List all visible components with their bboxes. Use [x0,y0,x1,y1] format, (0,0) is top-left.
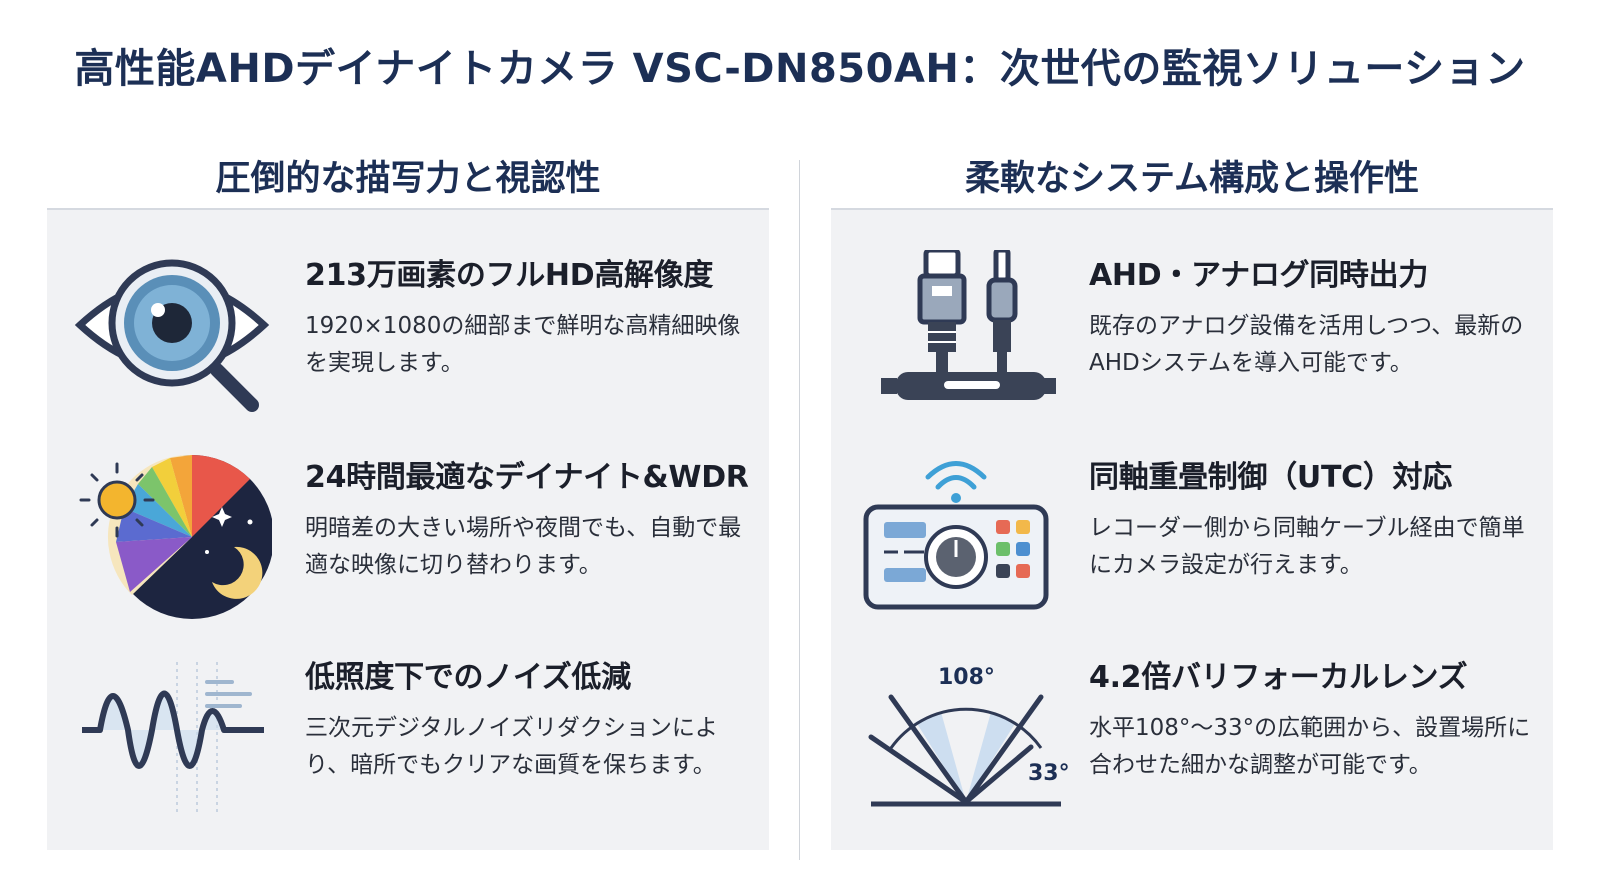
feature-title: AHD・アナログ同時出力 [1089,258,1429,293]
right-column-heading: 柔軟なシステム構成と操作性 [831,150,1553,210]
left-column: 圧倒的な描写力と視認性 213万画素のフルHD高解像度 1920×1080の細部… [47,150,769,850]
feature-description: 明暗差の大きい場所や夜間でも、自動で最適な映像に切り替わります。 [305,515,742,578]
feature-noise-reduction: 低照度下でのノイズ低減 三次元デジタルノイズリダクションにより、暗所でもクリアな… [47,652,769,852]
right-panel: AHD・アナログ同時出力 既存のアナログ設備を活用しつつ、最新のAHDシステムを… [831,210,1553,850]
angle-icon: 108° 33° [856,652,1070,832]
feature-description: 既存のアナログ設備を活用しつつ、最新のAHDシステムを導入可能です。 [1089,313,1524,376]
waveform-icon [72,652,272,832]
feature-description: 三次元デジタルノイズリダクションにより、暗所でもクリアな画質を保ちます。 [305,715,718,778]
day-night-icon [72,452,272,632]
column-divider [799,160,800,860]
feature-resolution: 213万画素のフルHD高解像度 1920×1080の細部まで鮮明な高精細映像を実… [47,250,769,450]
eye-magnifier-icon [72,250,272,430]
feature-description: レコーダー側から同軸ケーブル経由で簡単にカメラ設定が行えます。 [1089,515,1525,578]
feature-title: 低照度下でのノイズ低減 [305,660,631,695]
remote-controller-icon [856,452,1056,632]
dual-connector-icon [856,250,1056,430]
feature-dual-output: AHD・アナログ同時出力 既存のアナログ設備を活用しつつ、最新のAHDシステムを… [831,250,1553,450]
feature-utc-control: 同軸重畳制御（UTC）対応 レコーダー側から同軸ケーブル経由で簡単にカメラ設定が… [831,452,1553,652]
left-column-heading: 圧倒的な描写力と視認性 [47,150,769,210]
feature-day-night: 24時間最適なデイナイト&WDR 明暗差の大きい場所や夜間でも、自動で最適な映像… [47,452,769,652]
right-column: 柔軟なシステム構成と操作性 [831,150,1553,850]
angle-wide-label: 108° [938,665,995,690]
angle-narrow-label: 33° [1028,761,1070,786]
feature-title: 同軸重畳制御（UTC）対応 [1089,460,1452,495]
feature-title: 213万画素のフルHD高解像度 [305,258,714,293]
feature-description: 水平108°〜33°の広範囲から、設置場所に合わせた細かな調整が可能です。 [1089,715,1531,778]
feature-title: 4.2倍バリフォーカルレンズ [1089,660,1468,695]
page-title: 高性能AHDデイナイトカメラ VSC-DN850AH：次世代の監視ソリューション [74,46,1526,92]
feature-title: 24時間最適なデイナイト&WDR [305,460,749,495]
feature-varifocal-lens: 108° 33° 4.2倍バリフォーカルレンズ 水平108°〜33°の広範囲から… [831,652,1553,852]
feature-description: 1920×1080の細部まで鮮明な高精細映像を実現します。 [305,313,741,376]
left-panel: 213万画素のフルHD高解像度 1920×1080の細部まで鮮明な高精細映像を実… [47,210,769,850]
